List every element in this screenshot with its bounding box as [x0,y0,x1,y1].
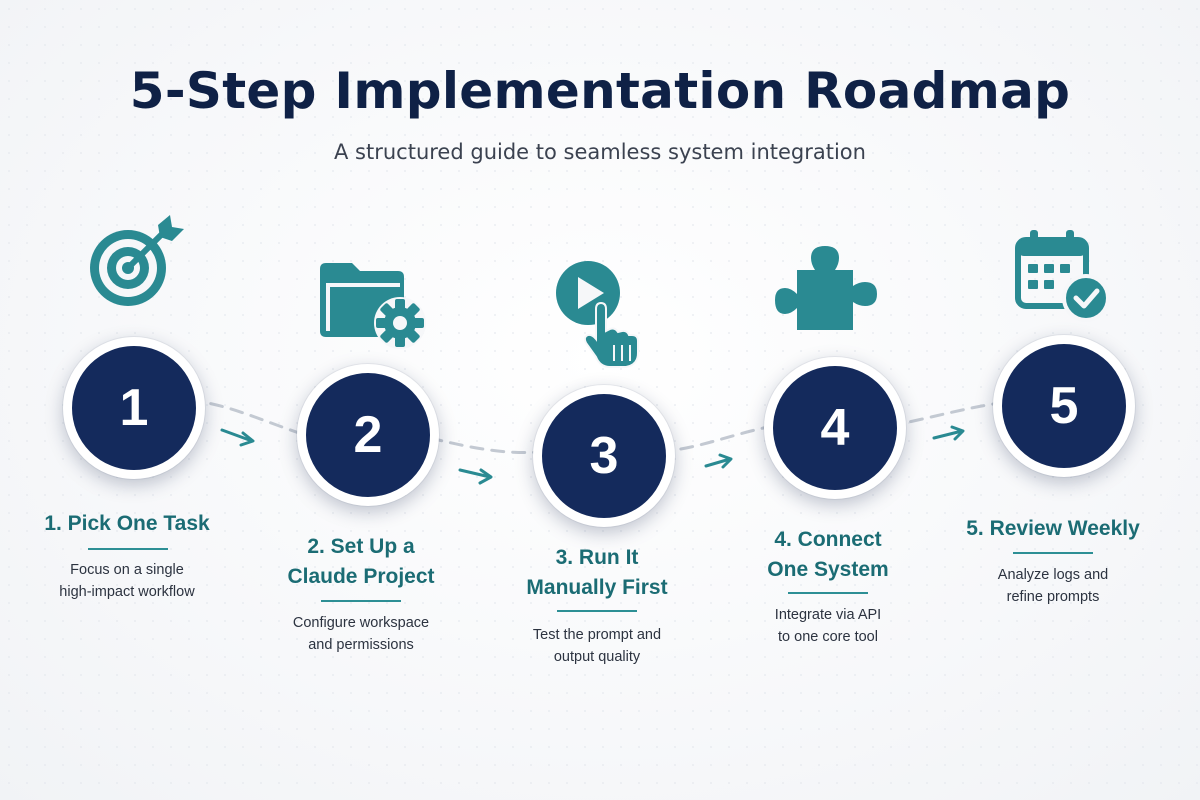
step-3-number-circle: 3 [533,385,675,527]
step-5-description: Analyze logs and refine prompts [997,567,1109,605]
connector-path-1-2 [188,398,307,437]
play-click-icon [556,261,639,368]
connector-path-2-3 [428,436,542,455]
step-1-title: 1. Pick One Task [44,512,210,535]
connector-path-3-4 [658,425,770,454]
step-4-title: 4. Connect One System [767,528,889,581]
step-3-title: 3. Run It Manually First [526,546,668,599]
arrow-1-2-icon [220,428,255,447]
step-1-number-circle: 1 [63,337,205,479]
step-3-underline [557,610,637,612]
page-subtitle: A structured guide to seamless system in… [334,140,866,164]
step-5-number-circle: 5 [993,335,1135,477]
step-2-underline [321,600,401,602]
step-2-number-circle: 2 [297,364,439,506]
step-2-title: 2. Set Up a Claude Project [287,535,435,588]
step-4-number: 4 [820,399,850,457]
step-4-number-circle: 4 [764,357,906,499]
connector-path-4-5 [888,401,1002,428]
target-icon [90,215,184,306]
step-1-underline [88,548,168,550]
calendar-check-icon [1015,230,1110,322]
step-2-description: Configure workspace and permissions [292,615,430,653]
page-title: 5-Step Implementation Roadmap [129,62,1071,120]
step-5-number: 5 [1049,377,1079,435]
folder-gear-icon [320,263,426,349]
step-4-description: Integrate via API to one core tool [774,607,882,645]
step-5-underline [1013,552,1093,554]
arrow-4-5-icon [932,425,965,441]
step-4-underline [788,592,868,594]
step-1-number: 1 [119,379,149,437]
arrow-3-4-icon [704,453,733,469]
arrow-2-3-icon [458,468,493,485]
step-3-number: 3 [589,427,619,485]
step-3-description: Test the prompt and output quality [532,627,662,665]
step-5-title: 5. Review Weekly [966,517,1140,540]
puzzle-piece-icon [775,246,877,330]
step-1-description: Focus on a single high-impact workflow [59,562,195,600]
step-2-number: 2 [353,406,383,464]
